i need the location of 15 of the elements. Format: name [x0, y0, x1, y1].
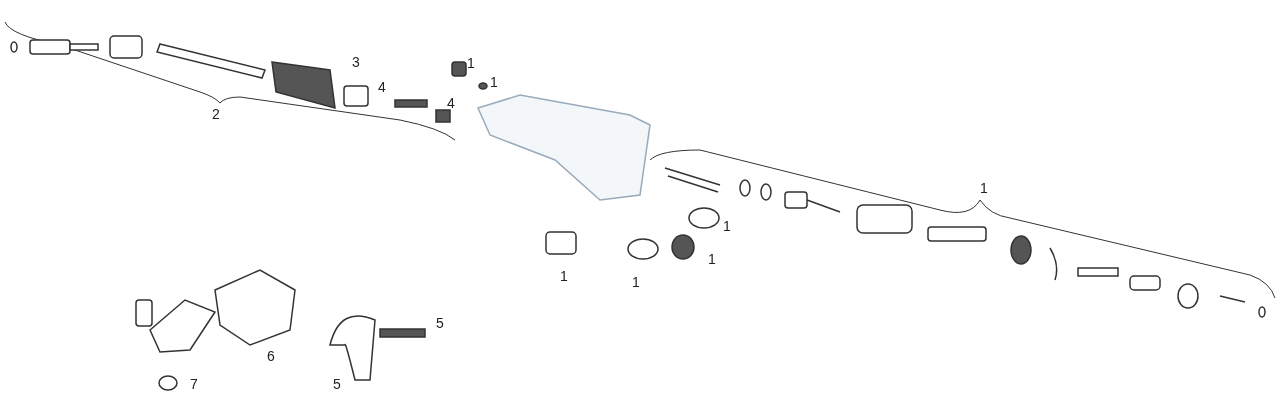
callout-number: 1 — [490, 74, 498, 90]
callout-number: 4 — [378, 79, 386, 95]
callout-number: 7 — [190, 376, 198, 392]
callout-number: 1 — [632, 274, 640, 290]
callout-number: 1 — [467, 55, 475, 71]
callout-number: 4 — [447, 95, 455, 111]
callout-number: 5 — [333, 376, 341, 392]
callout-number: 2 — [212, 106, 220, 122]
callout-number: 1 — [723, 218, 731, 234]
callout-number: 3 — [352, 54, 360, 70]
callout-number: 1 — [980, 180, 988, 196]
callout-number: 1 — [560, 268, 568, 284]
callout-number: 1 — [708, 251, 716, 267]
callout-number: 5 — [436, 315, 444, 331]
callout-number: 6 — [267, 348, 275, 364]
